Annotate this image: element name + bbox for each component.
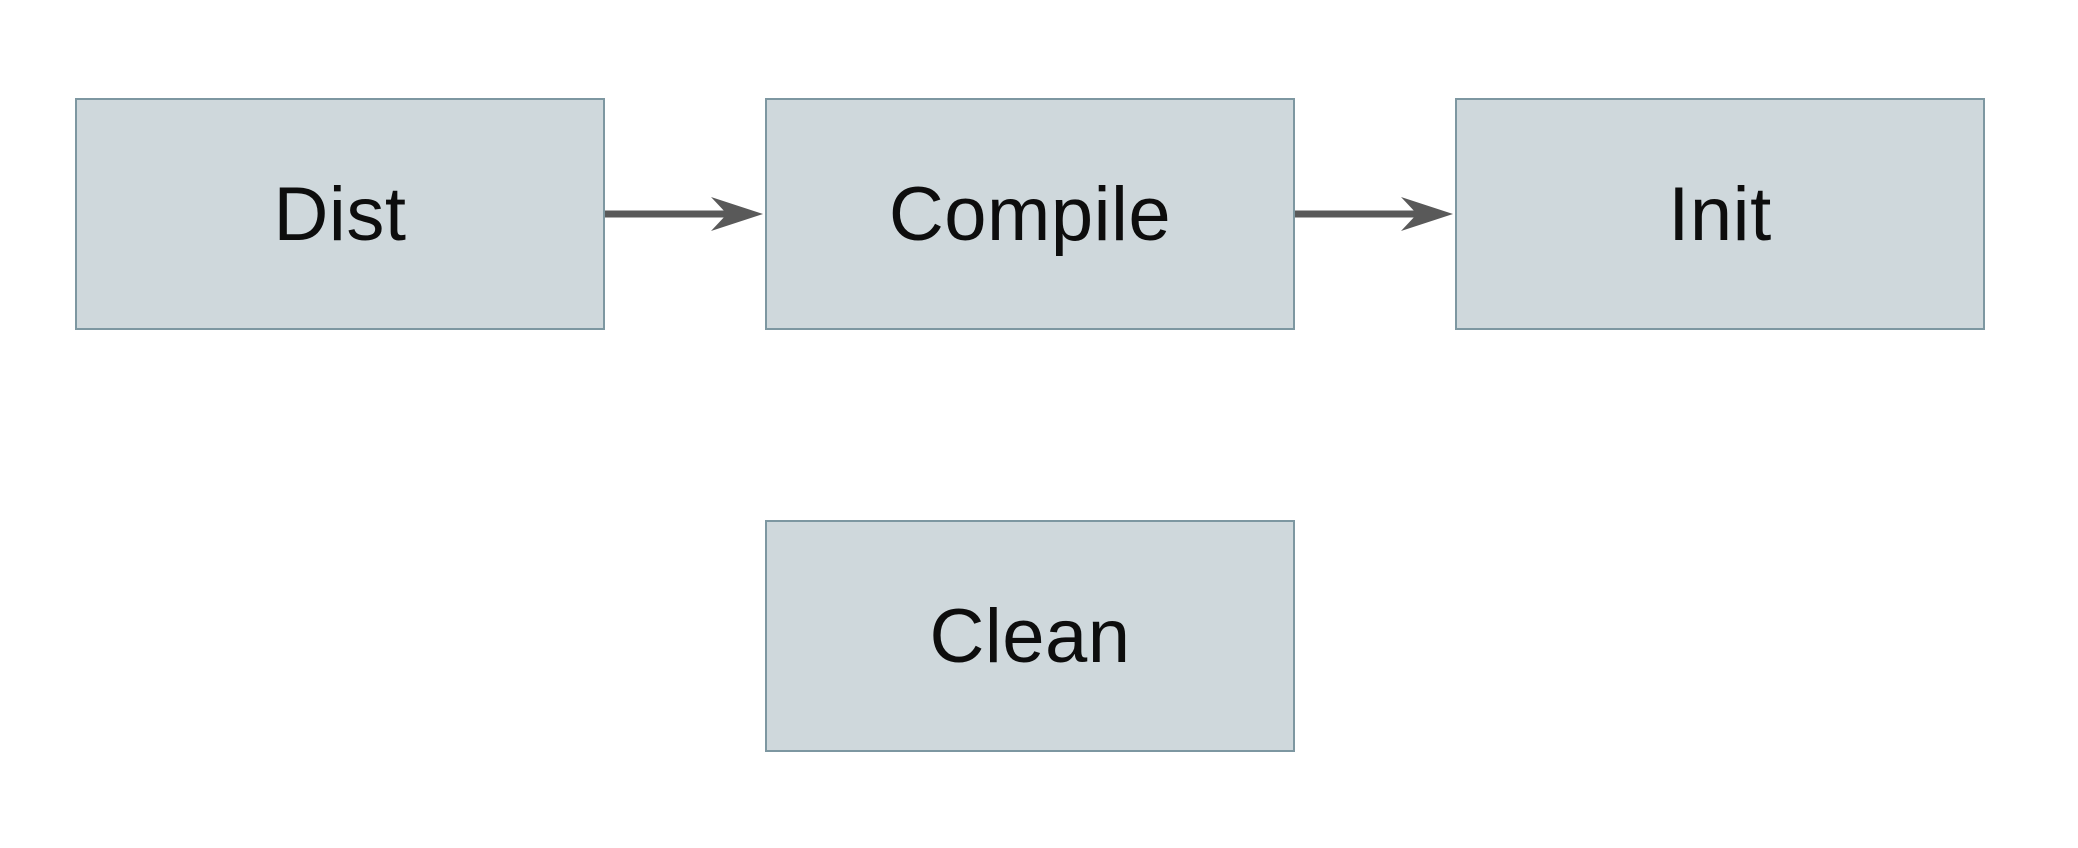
node-init: Init	[1455, 98, 1985, 330]
arrow-compile-to-init-icon	[1295, 192, 1455, 236]
node-dist-label: Dist	[273, 171, 407, 257]
node-clean: Clean	[765, 520, 1295, 752]
node-clean-label: Clean	[929, 593, 1131, 679]
arrow-dist-to-compile-icon	[605, 192, 765, 236]
node-compile: Compile	[765, 98, 1295, 330]
node-dist: Dist	[75, 98, 605, 330]
node-compile-label: Compile	[888, 171, 1172, 257]
node-init-label: Init	[1668, 171, 1772, 257]
